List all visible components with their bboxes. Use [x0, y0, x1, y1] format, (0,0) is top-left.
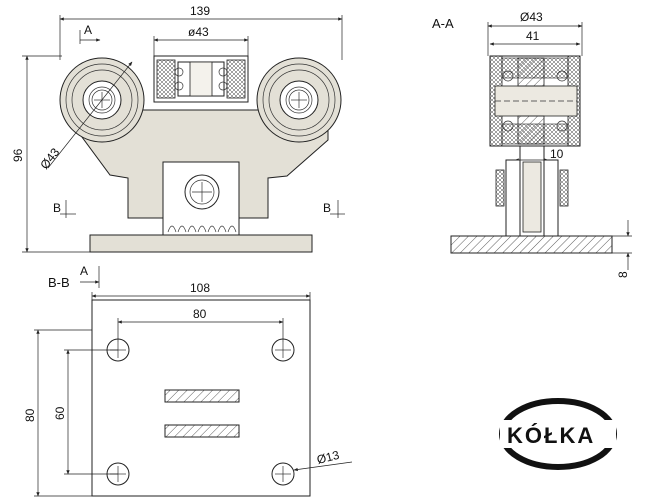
front-dim-wheel-dia: Ø43: [37, 145, 62, 172]
aa-base-plate: [450, 235, 613, 254]
bb-weld-strip-top: [164, 389, 240, 403]
bb-dim-plate-height: 80: [23, 408, 37, 422]
section-bb-view: B-B A 108 80: [23, 264, 353, 497]
section-aa-title: A-A: [432, 16, 454, 31]
front-label-b-right: B: [323, 201, 331, 215]
aa-dim-outer-dia: Ø43: [520, 10, 543, 24]
bb-dim-hole-dia: Ø13: [315, 448, 341, 467]
bb-mounting-holes: [106, 338, 295, 486]
bb-label-a: A: [80, 264, 88, 278]
front-label-a: A: [84, 23, 92, 37]
front-dim-height: 96: [11, 148, 25, 162]
aa-dim-plate: 8: [616, 271, 630, 278]
bb-dim-hole-spacing-y: 60: [53, 406, 67, 420]
bb-plate: [91, 299, 311, 497]
aa-dim-axle: 10: [550, 147, 564, 161]
front-base-plate: [89, 234, 313, 253]
front-right-wheel: [256, 57, 342, 143]
section-bb-title: B-B: [48, 275, 70, 290]
aa-dim-width: 41: [526, 29, 540, 43]
front-dim-bearing-dia: ø43: [188, 25, 209, 39]
bb-dim-plate-width: 108: [190, 281, 210, 295]
logo-text: KÓŁKA: [507, 423, 595, 448]
bb-dim-hole-spacing-x: 80: [193, 307, 207, 321]
section-aa-view: A-A Ø43 41 10 8: [432, 10, 632, 278]
front-dim-width: 139: [190, 4, 210, 18]
front-label-b-left: B: [53, 201, 61, 215]
front-center-bearing: [153, 55, 249, 103]
kolka-logo: KÓŁKA: [499, 398, 617, 470]
front-weld-marks: [167, 225, 237, 233]
bb-weld-strip-bottom: [164, 424, 240, 438]
front-view: 139 ø43 A 96 Ø43 B B: [11, 4, 345, 253]
